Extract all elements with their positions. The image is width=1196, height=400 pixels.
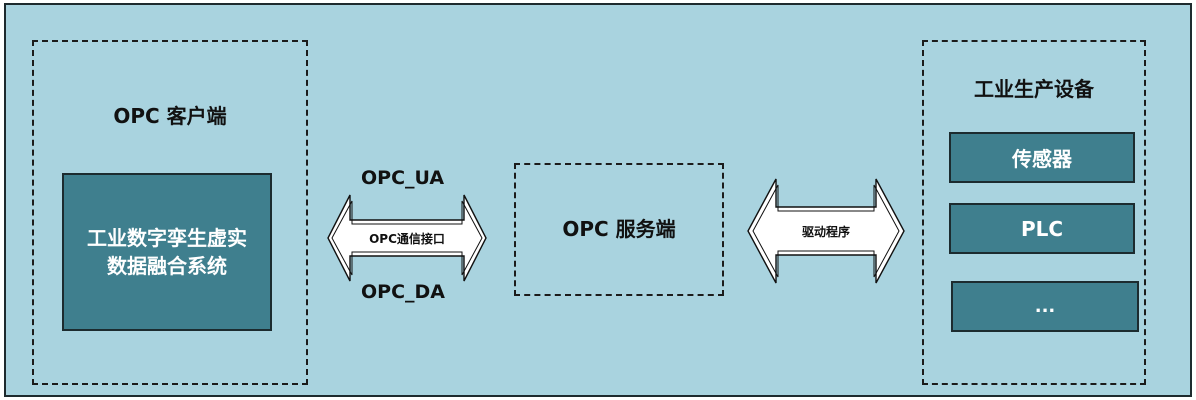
diagram-canvas: OPC 客户端 工业数字孪生虚实 数据融合系统 OPC_UA OPC通信接口 O… (4, 3, 1192, 397)
client-title: OPC 客户端 (113, 104, 227, 128)
driver-double-arrow (747, 178, 905, 284)
server-group (514, 163, 724, 296)
device-plc: PLC (949, 203, 1135, 254)
opc-interface-label: OPC通信接口 (369, 232, 445, 246)
system-name-line2: 数据融合系统 (107, 254, 227, 278)
digital-twin-system-box: 工业数字孪生虚实 数据融合系统 (62, 173, 272, 331)
device-sensor: 传感器 (949, 132, 1135, 183)
opc-interface-double-arrow (327, 194, 487, 282)
client-group (32, 40, 308, 385)
devices-group (922, 40, 1146, 385)
protocol-top-label: OPC_UA (361, 167, 445, 189)
server-title: OPC 服务端 (562, 217, 676, 241)
device-sensor-label: 传感器 (1012, 147, 1072, 171)
protocol-bottom-label: OPC_DA (361, 281, 445, 303)
device-plc-label: PLC (1020, 216, 1064, 241)
system-name-line1: 工业数字孪生虚实 (87, 226, 247, 250)
device-more-label: ... (1034, 296, 1056, 317)
driver-label: 驱动程序 (801, 225, 850, 239)
devices-title: 工业生产设备 (974, 77, 1094, 101)
device-more: ... (951, 281, 1139, 332)
